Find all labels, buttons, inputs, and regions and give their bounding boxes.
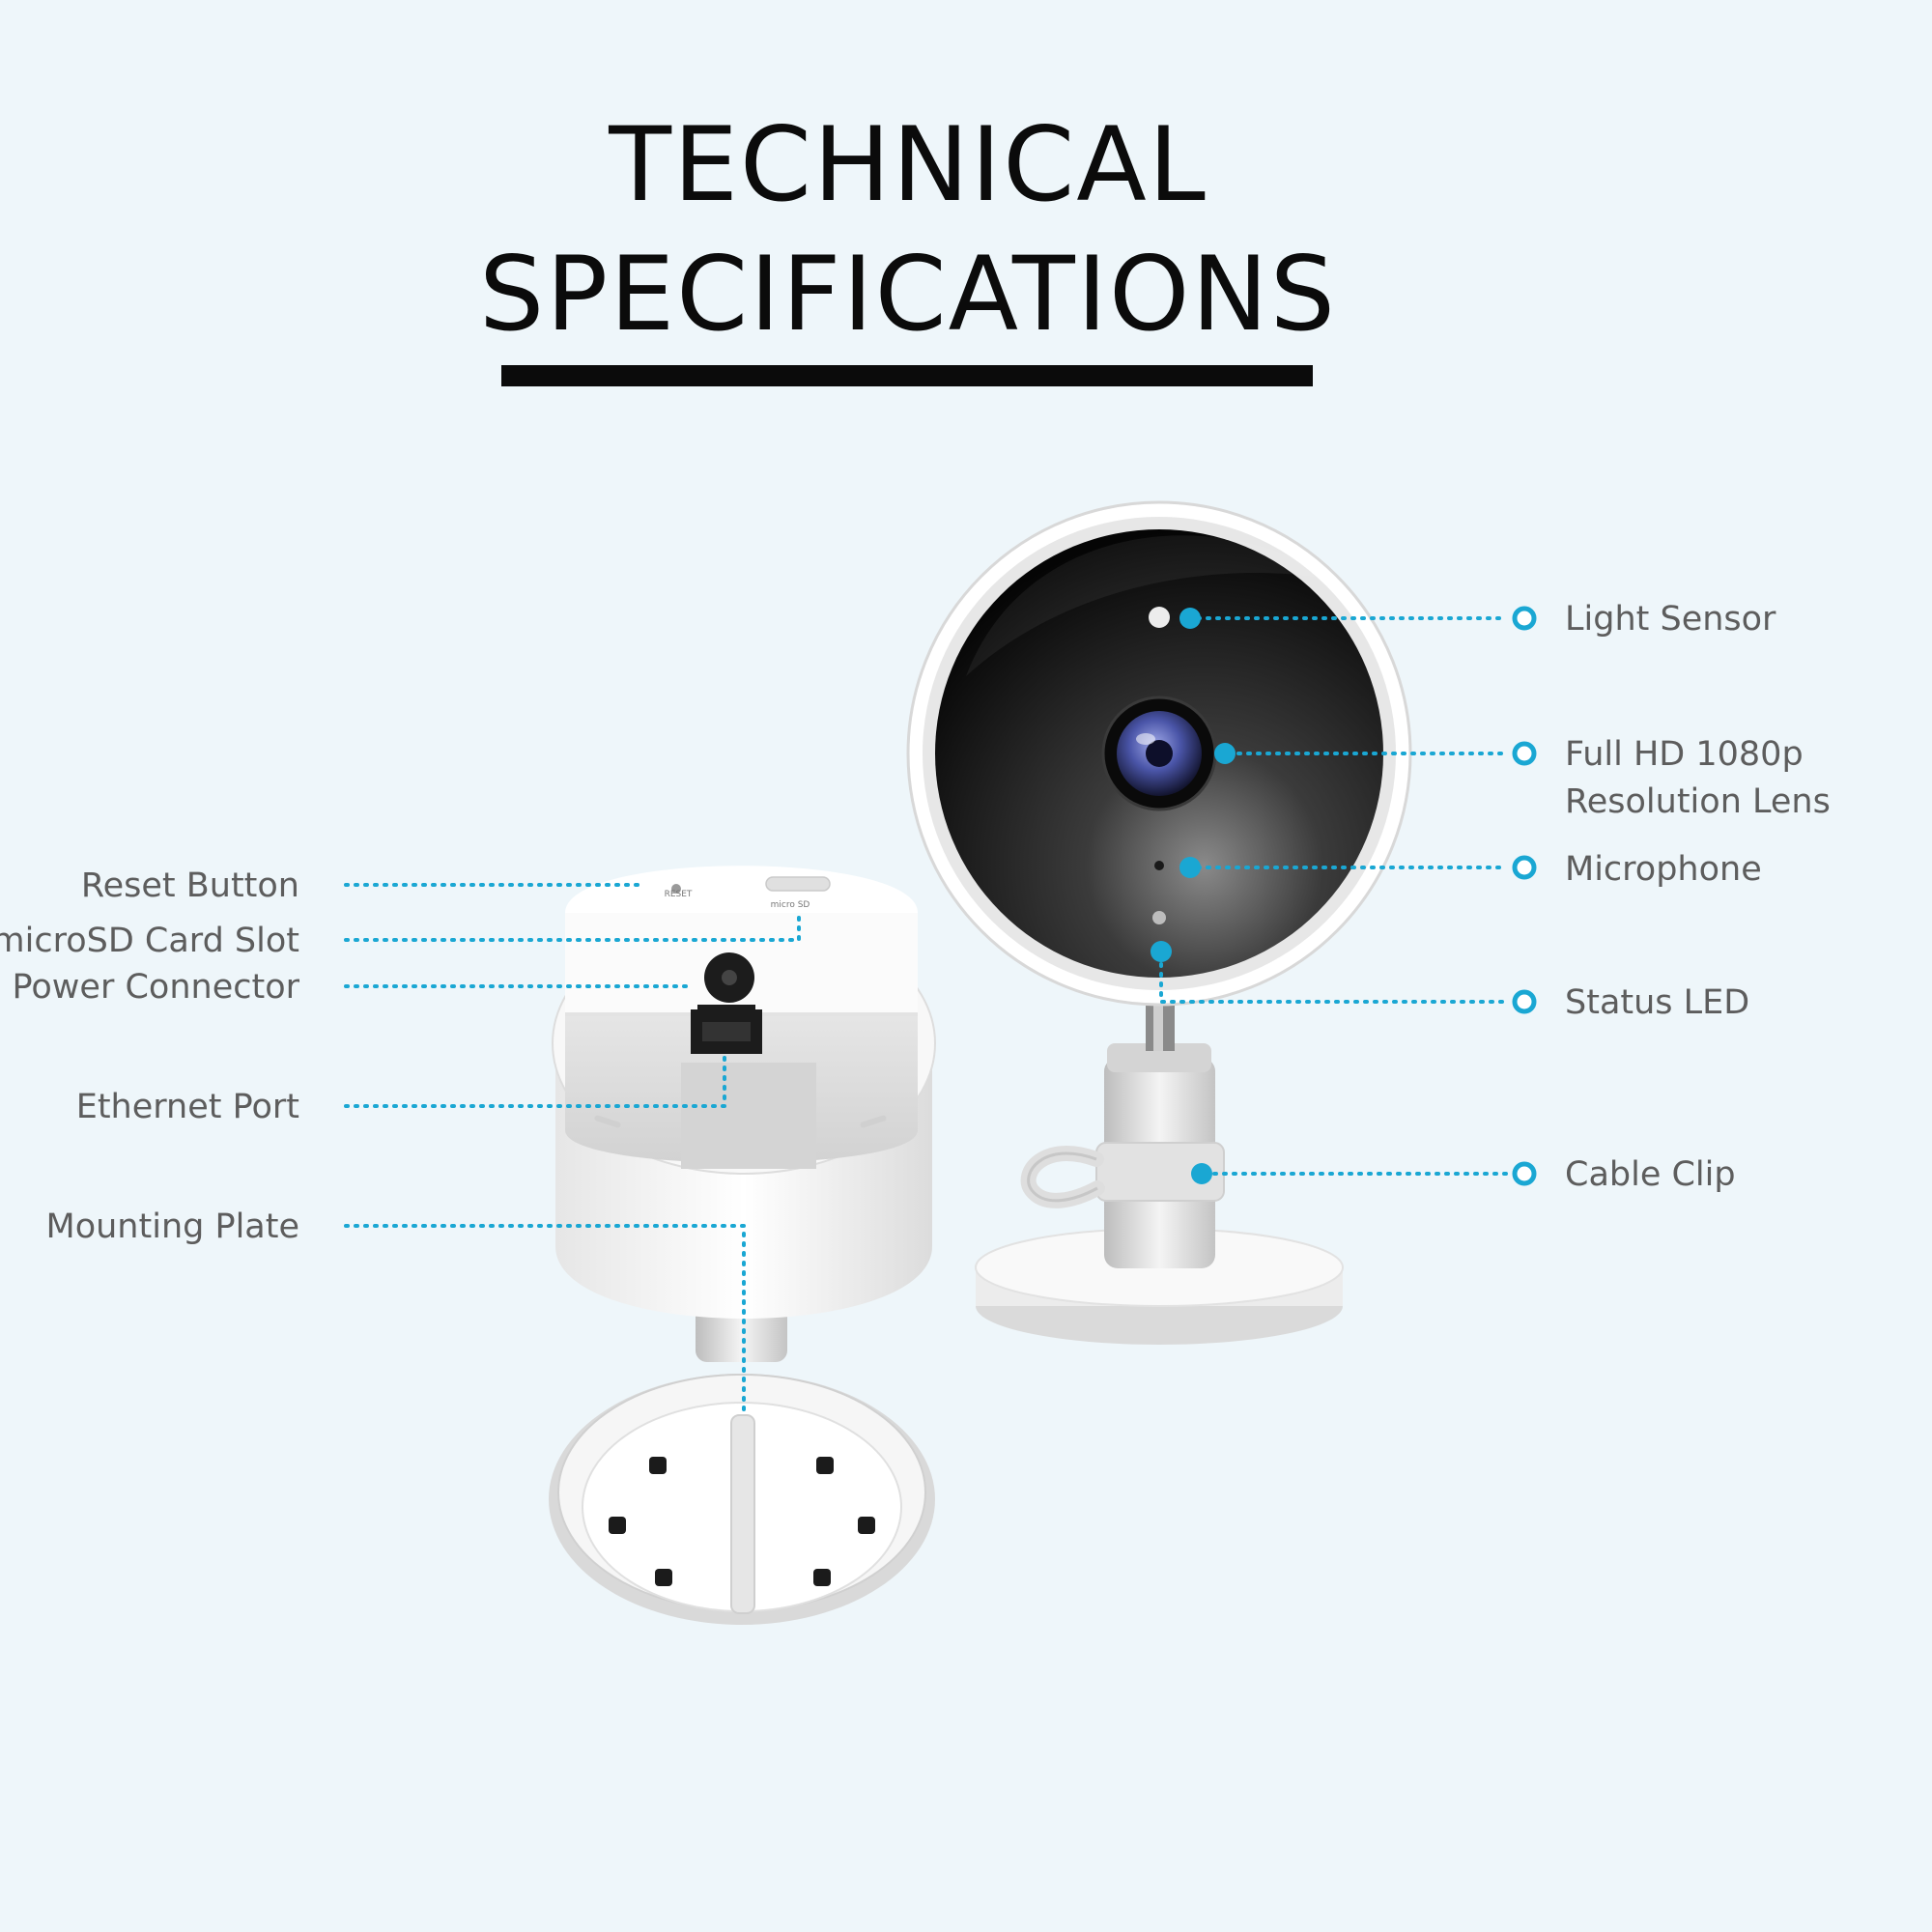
ring-status-led	[1512, 989, 1537, 1014]
label-lens-line-2: Resolution Lens	[1565, 782, 1831, 821]
label-cable-clip: Cable Clip	[1565, 1155, 1736, 1194]
reset-hole	[671, 884, 681, 894]
label-ethernet-port: Ethernet Port	[75, 1088, 299, 1126]
label-status-led: Status LED	[1565, 983, 1750, 1022]
heading-line-1: TECHNICAL	[609, 105, 1208, 224]
label-reset-button: Reset Button	[80, 867, 299, 905]
callout-line-microsd	[344, 914, 801, 942]
microsd-slot	[765, 876, 831, 892]
label-power-connector: Power Connector	[12, 968, 299, 1007]
callout-line-status-led	[1159, 952, 1509, 1004]
microphone-hole	[1154, 861, 1164, 870]
status-led-dot	[1152, 911, 1166, 924]
marker-light-sensor	[1179, 608, 1201, 629]
label-light-sensor: Light Sensor	[1565, 600, 1776, 639]
microsd-marking: micro SD	[771, 900, 810, 910]
label-lens-line-1: Full HD 1080p	[1565, 735, 1804, 774]
marker-microphone	[1179, 857, 1201, 878]
callout-line-mounting-plate	[344, 1224, 746, 1412]
marker-lens	[1214, 743, 1236, 764]
ring-cable-clip	[1512, 1161, 1537, 1186]
camera-back-view: RESET micro SD	[549, 866, 936, 1625]
heading-underline	[501, 365, 1313, 386]
camera-head	[906, 500, 1412, 1007]
ring-microphone	[1512, 855, 1537, 880]
reset-marking: RESET	[665, 890, 693, 899]
marker-cable-clip	[1191, 1163, 1212, 1184]
callout-line-ethernet	[344, 1056, 726, 1108]
label-microphone: Microphone	[1565, 850, 1762, 889]
marker-status-led	[1151, 941, 1172, 962]
ring-light-sensor	[1512, 606, 1537, 631]
ethernet-port	[691, 1005, 762, 1054]
light-sensor-dot	[1149, 607, 1170, 628]
label-mounting-plate: Mounting Plate	[45, 1208, 299, 1246]
mounting-plate-holes	[609, 1457, 875, 1586]
heading-line-2: SPECIFICATIONS	[478, 235, 1337, 354]
camera-stand	[975, 995, 1344, 1345]
label-microsd-card-slot: microSD Card Slot	[0, 922, 299, 960]
ring-lens	[1512, 741, 1537, 766]
